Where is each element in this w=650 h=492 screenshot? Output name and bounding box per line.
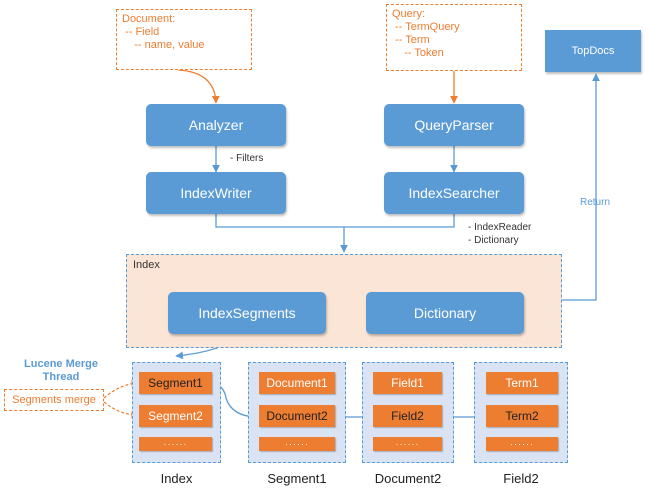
group-item: Field1	[373, 372, 442, 394]
segments-merge-box: Segments merge	[4, 389, 104, 411]
merge-title-line1: Lucene Merge	[24, 358, 98, 370]
return-label: Return	[580, 197, 611, 208]
document-note-line: -- Field	[122, 26, 160, 38]
dictionary-box: Dictionary	[366, 292, 524, 334]
document-note-line: -- name, value	[122, 39, 205, 51]
group-item: Field2	[373, 405, 442, 427]
merge-title-line2: Thread	[42, 371, 80, 383]
index-reader-label: - IndexReader	[468, 222, 532, 233]
query-note-line: Query:	[392, 8, 426, 20]
group-label: Segment1	[267, 471, 327, 486]
query-note-line: -- Token	[392, 47, 444, 59]
query-parser-box: QueryParser	[384, 104, 524, 146]
index-area-label: Index	[133, 259, 160, 271]
index-searcher-box: IndexSearcher	[384, 172, 524, 214]
query-note-line: -- Term	[392, 34, 430, 46]
group-item-ellipsis: ······	[139, 437, 212, 451]
line-writer-to-index	[215, 214, 344, 228]
merge-thread-title: Lucene Merge Thread	[6, 358, 116, 384]
group-item-ellipsis: ······	[259, 437, 335, 451]
group-item-ellipsis: ······	[373, 437, 442, 451]
group-item: Document2	[259, 405, 335, 427]
group-item: Term2	[486, 405, 558, 427]
analyzer-box: Analyzer	[146, 104, 286, 146]
group-item: Document1	[259, 372, 335, 394]
group-item: Segment2	[139, 405, 212, 427]
group-label: Document2	[374, 471, 442, 486]
dictionary-label: - Dictionary	[468, 235, 519, 246]
group-label: Field2	[503, 471, 539, 486]
index-segments-box: IndexSegments	[168, 292, 326, 334]
arrow-return-to-topdocs	[562, 73, 600, 301]
query-note-line: -- TermQuery	[392, 21, 460, 33]
line-searcher-to-index	[344, 214, 455, 228]
group-item: Term1	[486, 372, 558, 394]
document-note: Document: -- Field -- name, value	[116, 9, 252, 70]
group-label: Index	[160, 471, 193, 486]
index-writer-box: IndexWriter	[146, 172, 286, 214]
filters-label: - Filters	[230, 153, 264, 164]
query-note: Query: -- TermQuery -- Term -- Token	[386, 4, 522, 71]
group-item: Segment1	[139, 372, 212, 394]
document-note-line: Document:	[122, 13, 176, 25]
topdocs-box: TopDocs	[545, 30, 641, 72]
group-item-ellipsis: ······	[486, 437, 558, 451]
arrow-document-to-analyzer	[177, 69, 220, 104]
